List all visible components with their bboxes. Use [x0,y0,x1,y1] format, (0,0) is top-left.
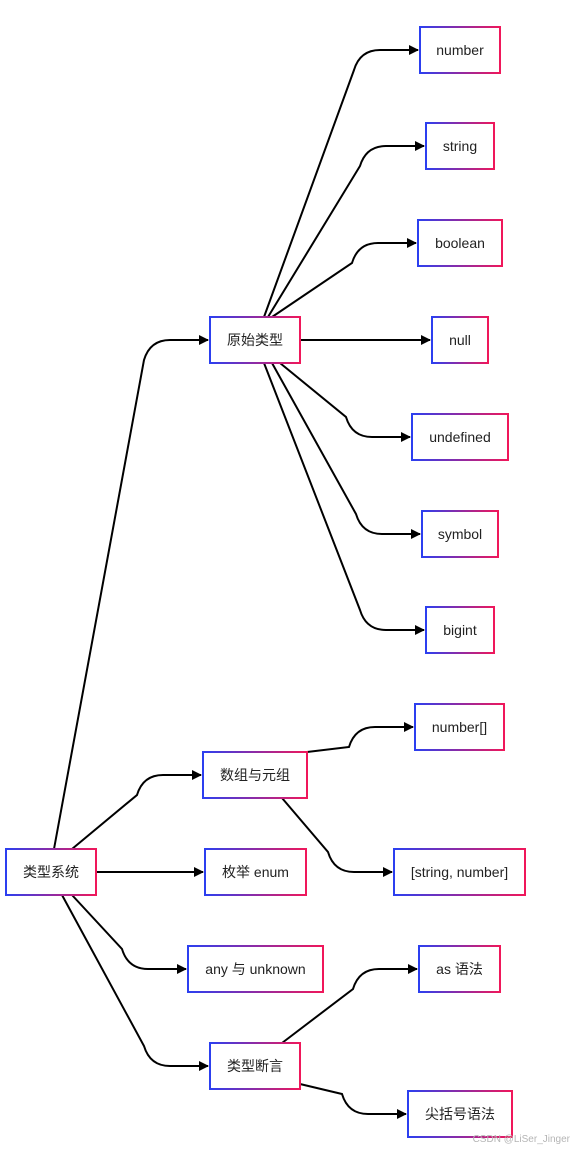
edge-primitive-to-symbol [271,362,421,539]
node-box [5,848,97,896]
edge-root-to-any-unknown [71,894,187,974]
node-label: symbol [438,526,482,542]
node-box [425,122,495,170]
edge-layer [53,45,431,1119]
node-label: 类型系统 [23,864,79,880]
node-array: 数组与元组 [202,751,308,799]
node-bigint: bigint [425,606,495,654]
edge-primitive-to-undefined [279,362,411,442]
node-box [209,1042,301,1090]
node-box [418,945,501,993]
node-box [407,1090,513,1138]
node-label: 原始类型 [227,332,283,348]
edge-array-to-number-array [306,722,414,753]
node-tuple: [string, number] [393,848,526,896]
node-assertion: 类型断言 [209,1042,301,1090]
node-box [431,316,489,364]
node-box [417,219,503,267]
edge-root-to-array [71,770,202,850]
node-string: string [425,122,495,170]
node-label: 枚举 enum [222,864,289,880]
node-label: bigint [443,622,477,638]
node-box [393,848,526,896]
node-box [209,316,301,364]
node-number: number [419,26,501,74]
node-layer: 类型系统 原始类型 number string boolean null undefined… [5,26,526,1138]
node-label: string [443,138,477,154]
node-label: 尖括号语法 [425,1106,495,1122]
node-box [202,751,308,799]
node-box [411,413,509,461]
edge-assertion-to-angle-syntax [299,1083,407,1119]
node-box [425,606,495,654]
node-boolean: boolean [417,219,503,267]
node-null: null [431,316,489,364]
node-label: 类型断言 [227,1058,283,1074]
node-root: 类型系统 [5,848,97,896]
node-label: undefined [429,429,491,445]
node-box [414,703,505,751]
node-any-unknown: any 与 unknown [187,945,324,993]
node-label: [string, number] [411,864,508,880]
node-label: number[] [432,719,487,735]
node-label: boolean [435,235,485,251]
edge-array-to-tuple [281,797,393,877]
node-box [421,510,499,558]
node-enum: 枚举 enum [204,848,307,896]
node-label: 数组与元组 [220,767,290,783]
edge-root-to-assertion [61,894,209,1071]
edge-primitive-to-bigint [263,362,425,635]
node-primitive: 原始类型 [209,316,301,364]
node-label: number [436,42,484,58]
edge-primitive-to-string [267,141,425,318]
node-label: null [449,332,471,348]
edge-primitive-to-number [263,45,419,318]
node-box [204,848,307,896]
node-number-array: number[] [414,703,505,751]
node-label: as 语法 [436,961,483,977]
node-box [187,945,324,993]
edge-primitive-to-boolean [271,238,417,318]
node-angle-syntax: 尖括号语法 [407,1090,513,1138]
node-symbol: symbol [421,510,499,558]
edge-assertion-to-as-syntax [281,964,418,1044]
node-as-syntax: as 语法 [418,945,501,993]
node-undefined: undefined [411,413,509,461]
node-label: any 与 unknown [205,961,305,977]
edge-root-to-primitive [53,335,209,850]
watermark: CSDN @LiSer_Jinger [472,1134,570,1145]
node-box [419,26,501,74]
